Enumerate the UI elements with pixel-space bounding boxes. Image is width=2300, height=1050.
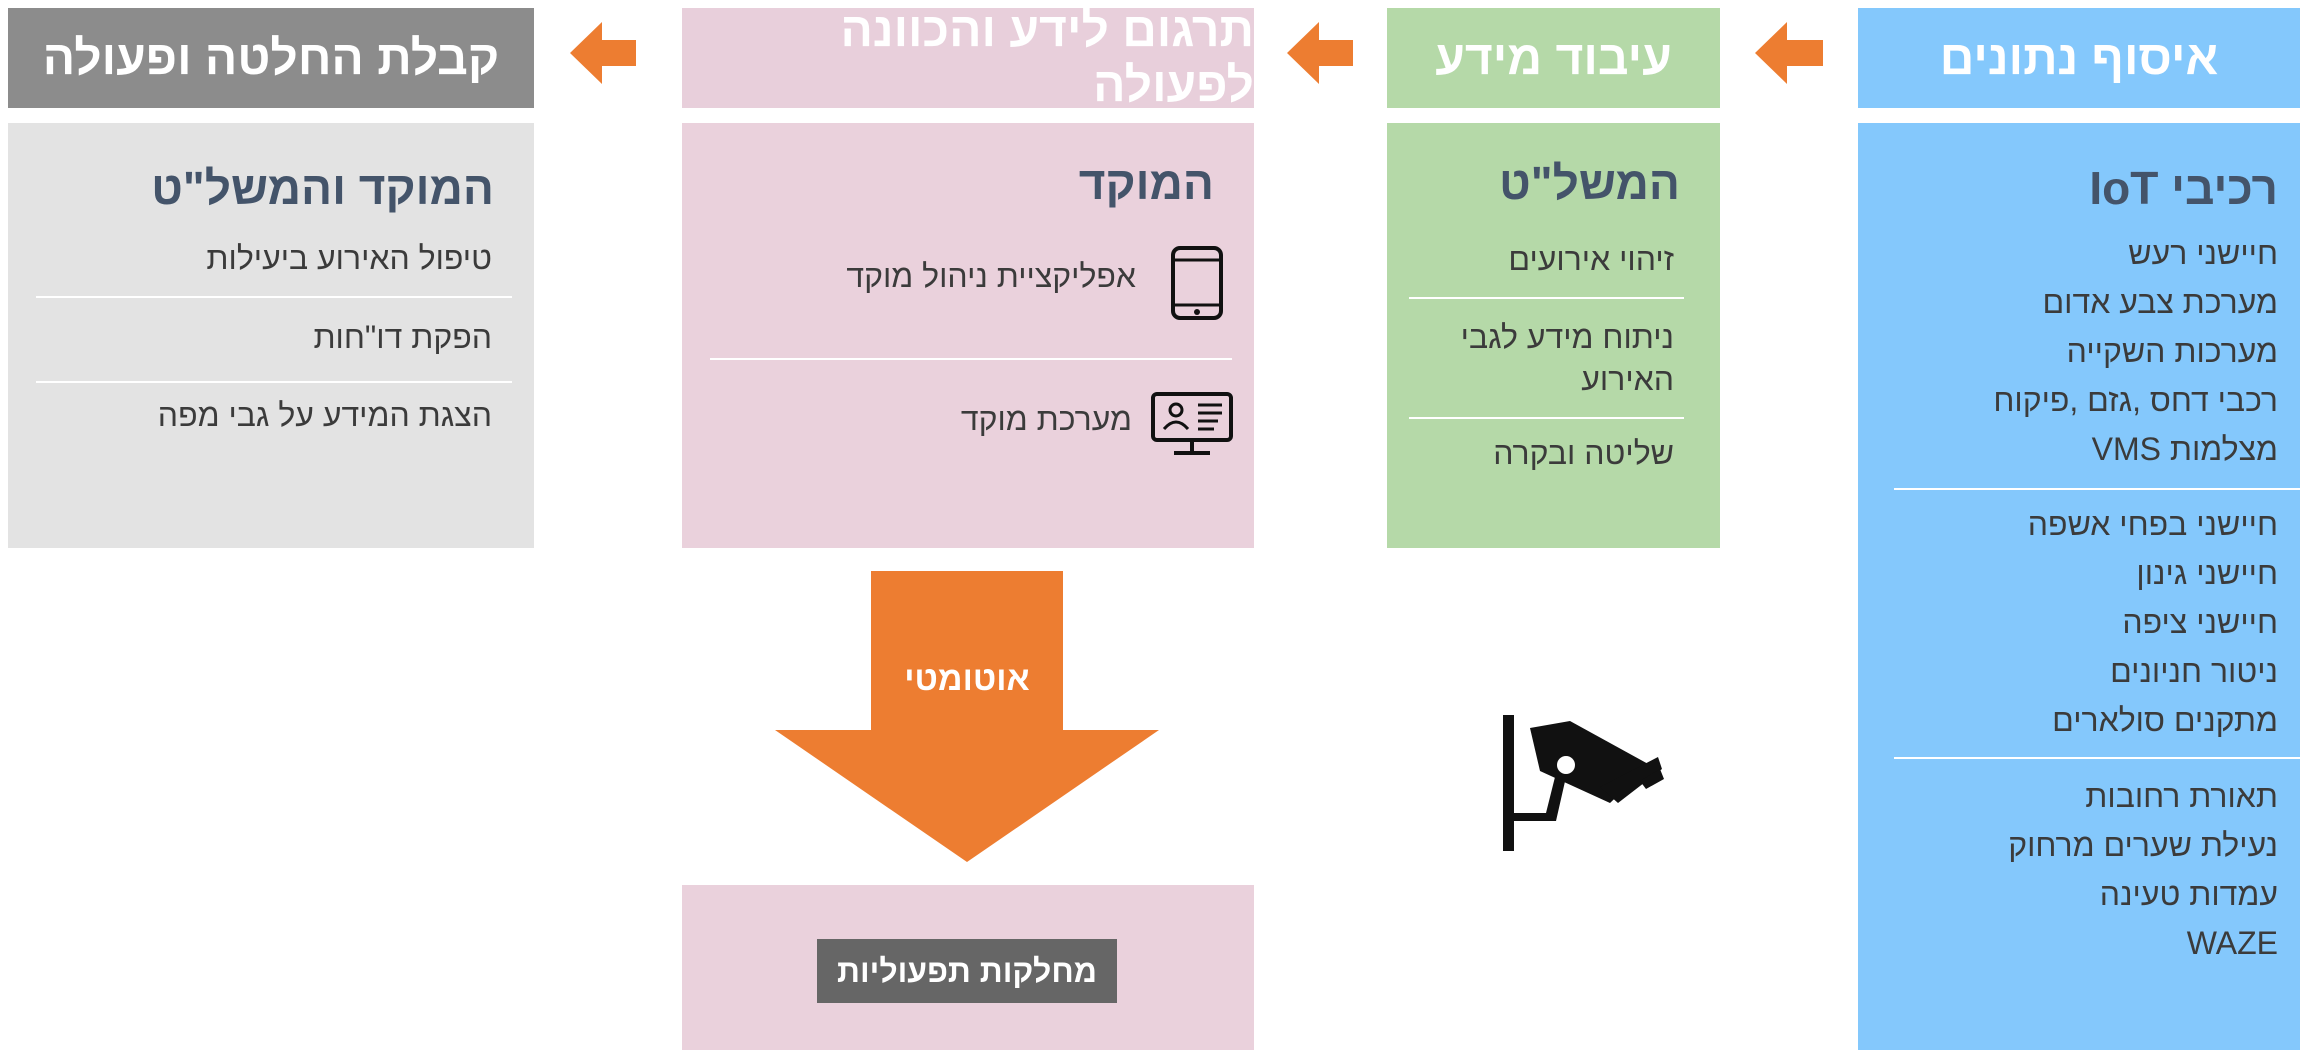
decision-item: טיפול האירוע ביעילות <box>206 240 492 276</box>
collect-header: איסוף נתונים <box>1858 8 2300 108</box>
collect-item: חיישני בפחי אשפה <box>2027 506 2278 542</box>
security-camera-icon <box>1503 715 1664 851</box>
process-divider <box>1409 297 1684 299</box>
collect-item: מתקנים סולארים <box>2052 702 2278 738</box>
process-header-label: עיבוד מידע <box>1435 31 1672 85</box>
process-item: זיהוי אירועים <box>1508 241 1674 277</box>
decision-divider <box>36 296 512 298</box>
decision-divider <box>36 381 512 383</box>
monitor-contact-icon <box>1151 392 1233 455</box>
departments-badge-label: מחלקות תפעוליות <box>837 952 1097 989</box>
collect-item: חיישני גינון <box>2136 555 2278 591</box>
collect-item: ניטור חניונים <box>2110 653 2278 689</box>
collect-item: מערכת צבע אדום <box>2042 284 2278 320</box>
decision-item: הצגת המידע על גבי מפה <box>157 397 492 433</box>
collect-title: רכיבי IoT <box>2089 162 2278 214</box>
collect-item: נעילת שערים מרחוק <box>2008 827 2278 863</box>
translate-app-label: אפליקציית ניהול מוקד <box>846 258 1136 294</box>
flow-arrow-left-icon <box>1755 22 1823 84</box>
collect-item: עמדות טעינה <box>2099 876 2278 912</box>
collect-item: תאורת רחובות <box>2085 778 2278 814</box>
flow-arrow-left-icon <box>570 22 636 84</box>
translate-header-label: תרגום לידע והכוונה לפעולה <box>840 4 1254 112</box>
flow-arrow-left-icon <box>1287 22 1353 84</box>
departments-panel: מחלקות תפעוליות <box>682 885 1254 1050</box>
process-title: המשל"ט <box>1499 157 1680 209</box>
collect-item: חיישני ציפה <box>2122 604 2278 640</box>
collect-header-label: איסוף נתונים <box>1939 31 2219 85</box>
process-item: האירוע <box>1581 361 1674 397</box>
translate-title: המוקד <box>1078 157 1214 209</box>
automatic-down-arrow-icon <box>775 571 1159 862</box>
decision-header: קבלת החלטה ופעולה <box>8 8 534 108</box>
translate-panel: המוקד אפליקציית ניהול מוקד מערכת מוקד <box>682 123 1254 548</box>
process-item: ניתוח מידע לגבי <box>1460 319 1674 355</box>
decision-item: הפקת דו"חות <box>313 319 492 355</box>
decision-panel: המוקד והמשל"ט טיפול האירוע ביעילות הפקת … <box>8 123 534 548</box>
process-header: עיבוד מידע <box>1387 8 1720 108</box>
translate-divider <box>710 358 1232 360</box>
translate-system-label: מערכת מוקד <box>960 401 1132 437</box>
collect-item: WAZE <box>2186 925 2278 961</box>
translate-header: תרגום לידע והכוונה לפעולה <box>682 4 1254 112</box>
departments-badge: מחלקות תפעוליות <box>817 939 1117 1003</box>
decision-header-label: קבלת החלטה ופעולה <box>42 31 500 85</box>
decision-title: המוקד והמשל"ט <box>151 162 494 214</box>
process-divider <box>1409 417 1684 419</box>
collect-divider <box>1894 757 2300 759</box>
smartphone-icon <box>1171 246 1223 320</box>
process-panel: המשל"ט זיהוי אירועים ניתוח מידע לגבי האי… <box>1387 123 1720 548</box>
automatic-label: אוטומטי <box>871 660 1063 699</box>
collect-panel: רכיבי IoT חיישני רעש מערכת צבע אדום מערכ… <box>1858 123 2300 1050</box>
process-item: שליטה ובקרה <box>1493 435 1674 471</box>
collect-item: מצלמות VMS <box>2091 431 2278 467</box>
collect-divider <box>1894 488 2300 490</box>
automatic-label-text: אוטומטי <box>904 660 1030 698</box>
collect-item: רכבי דחס ,גזם ,פיקוח <box>1993 382 2278 418</box>
collect-item: חיישני רעש <box>2128 235 2278 271</box>
collect-item: מערכות השקייה <box>2066 333 2278 369</box>
